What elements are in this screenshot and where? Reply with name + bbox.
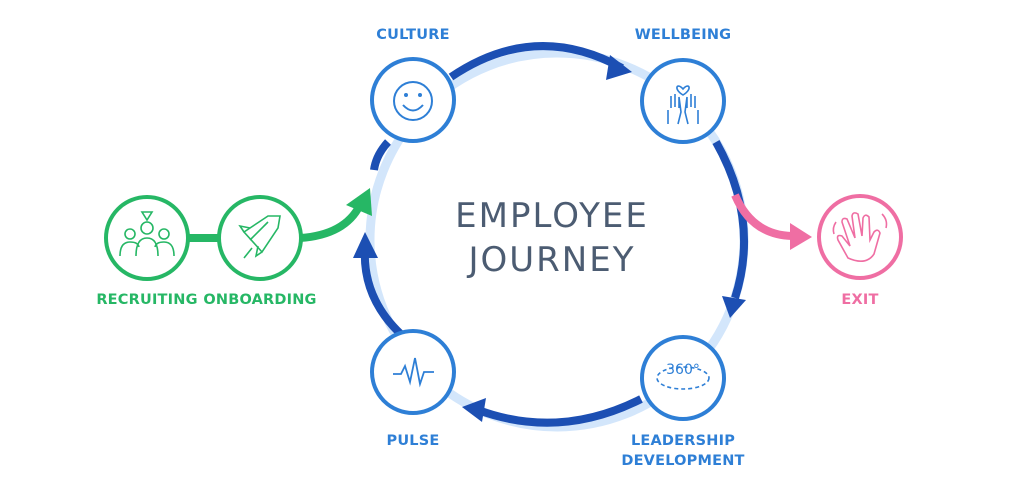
arc-pulse-to-culture bbox=[360, 247, 408, 341]
label-leadership: LEADERSHIP bbox=[630, 433, 736, 449]
arc-wellbeing-to-leadership bbox=[712, 140, 749, 300]
label-wellbeing: WELLBEING bbox=[634, 27, 732, 43]
title-line-2: JOURNEY bbox=[468, 240, 636, 280]
arrow-onboarding-to-ring bbox=[299, 203, 364, 242]
label-pulse: PULSE bbox=[386, 433, 440, 449]
stage-leadership-development: 360° bbox=[640, 335, 726, 421]
stage-recruiting bbox=[104, 195, 190, 281]
stage-pulse bbox=[370, 329, 456, 415]
arrow-head-pink bbox=[790, 223, 812, 250]
label-onboarding: ONBOARDING bbox=[203, 292, 317, 308]
label-recruiting: RECRUITING bbox=[96, 292, 198, 308]
stage-exit bbox=[817, 194, 903, 280]
arrow-head-pulse bbox=[462, 398, 486, 422]
svg-text:360°: 360° bbox=[666, 362, 700, 378]
label-development: DEVELOPMENT bbox=[621, 453, 745, 469]
heartbeat-pulse-icon bbox=[393, 357, 434, 388]
label-exit: EXIT bbox=[841, 292, 879, 308]
arrow-head-leadership bbox=[722, 296, 746, 318]
hands-heart-icon bbox=[667, 85, 699, 125]
label-culture: CULTURE bbox=[376, 27, 450, 43]
stage-culture bbox=[370, 57, 456, 143]
arc-culture-to-wellbeing bbox=[448, 42, 624, 81]
rocket-icon bbox=[238, 215, 281, 259]
arrow-to-exit bbox=[731, 193, 793, 240]
rotate-360-icon: 360° bbox=[656, 362, 710, 390]
arrow-head-green bbox=[346, 188, 372, 216]
title-line-1: EMPLOYEE bbox=[455, 196, 649, 236]
smiley-face-icon bbox=[393, 81, 433, 121]
waving-hand-icon bbox=[832, 212, 888, 262]
stage-onboarding bbox=[217, 195, 303, 281]
arc-culture-lower bbox=[370, 139, 391, 171]
arrow-head-wellbeing bbox=[606, 55, 632, 80]
arc-leadership-to-pulse bbox=[476, 395, 643, 427]
arrow-head-culture bbox=[353, 232, 378, 258]
stage-wellbeing bbox=[640, 58, 726, 144]
people-group-icon bbox=[119, 211, 175, 257]
